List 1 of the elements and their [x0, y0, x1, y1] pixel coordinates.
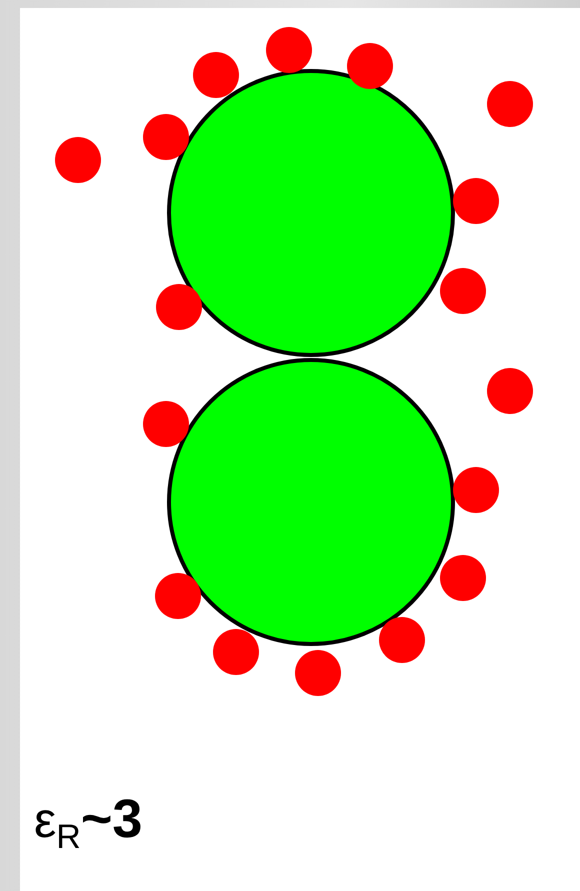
- permittivity-label: ε$_{R}$~3: [34, 790, 142, 856]
